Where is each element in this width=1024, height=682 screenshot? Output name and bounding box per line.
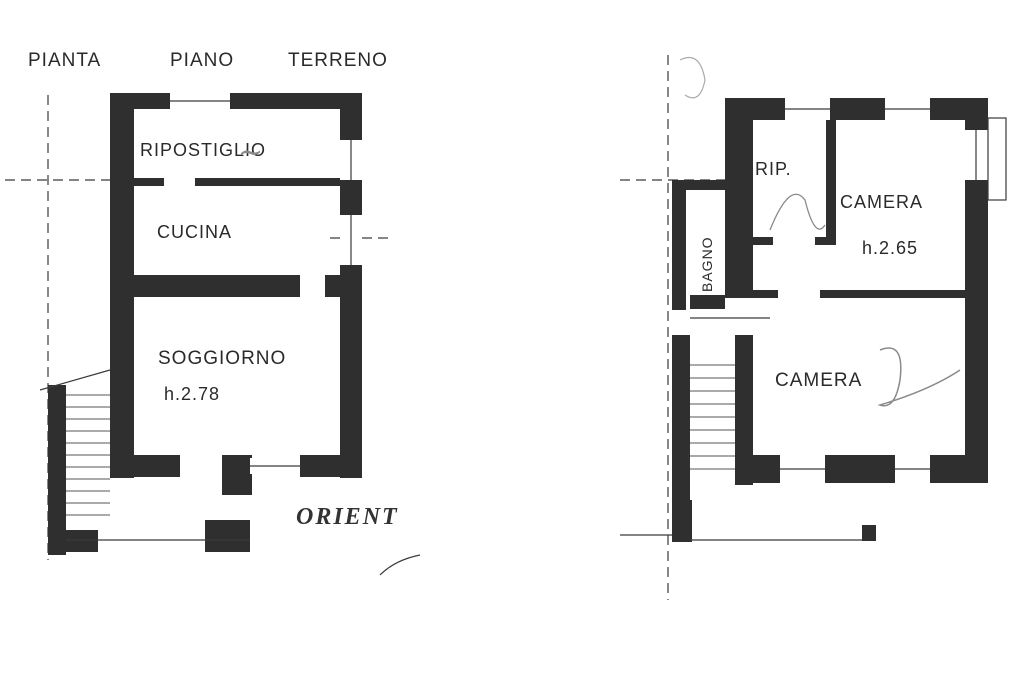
- stairs-treads: [66, 394, 110, 516]
- room-label-living-height: h.2.78: [164, 384, 220, 404]
- upper-stairs-base: [672, 500, 692, 542]
- upper-wall-bottom-right: [930, 455, 988, 483]
- wall-bottom-right: [300, 455, 362, 477]
- upper-terrace-post: [862, 525, 876, 541]
- pencil-mark-upper-rip: [769, 193, 826, 231]
- upper-wall-left-top: [725, 98, 753, 298]
- title-word-piano: PIANO: [170, 50, 234, 71]
- wall-bottom-pillar: [222, 455, 252, 495]
- pencil-mark-upper-bedroom: [877, 347, 961, 407]
- wall-right: [340, 93, 362, 478]
- title-word-pianta: PIANTA: [28, 50, 101, 71]
- upper-room-label-bedroom2: CAMERA: [775, 370, 862, 391]
- upper-wall-bottom-mid: [825, 455, 895, 483]
- upper-wall-right: [965, 98, 988, 483]
- plan-title: PIANTA PIANO TERRENO: [28, 50, 388, 71]
- upper-wall-camera-divider: [820, 290, 965, 298]
- upper-stairs-wall: [672, 335, 690, 535]
- pencil-mark-ground: ~: [238, 135, 263, 170]
- room-label-living: SOGGIORNO: [158, 348, 286, 369]
- upper-wall-rip-bottom-right: [815, 237, 836, 245]
- upper-stairs-treads: [690, 364, 735, 470]
- upper-room-label-storage: RIP.: [755, 159, 792, 179]
- porch-wall-left: [48, 530, 98, 552]
- orientation-label: ORIENT: [296, 504, 399, 530]
- room-label-kitchen: CUCINA: [157, 222, 232, 242]
- upper-wall-rip-camera: [826, 120, 836, 245]
- upper-wall-left-bottom: [735, 335, 753, 485]
- title-word-terreno: TERRENO: [288, 50, 388, 71]
- upper-wall-corridor: [753, 290, 778, 298]
- upper-wall-bottom-left: [735, 455, 780, 483]
- wall-kitchen-living-end: [325, 275, 340, 297]
- bathroom-wall-left: [672, 180, 686, 310]
- porch-wall-right: [205, 520, 250, 552]
- wall-kitchen-living: [134, 275, 300, 297]
- wall-storage-left: [134, 178, 164, 186]
- bathroom-wall-top: [672, 180, 725, 190]
- upper-wall-rip-bottom: [753, 237, 773, 245]
- wall-left: [110, 93, 134, 478]
- porch-roof-line: [39, 369, 111, 391]
- upper-room-label-bedroom1: CAMERA: [840, 192, 923, 212]
- upper-floor-plan: RIP. CAMERA h.2.65 BAGNO CAMERA: [620, 55, 1007, 600]
- orientation-stroke: [379, 554, 421, 576]
- ground-floor-plan: RIPOSTIGLIO CUCINA SOGGIORNO h.2.78 ~ OR…: [5, 93, 421, 576]
- pencil-mark-upper-corner: [679, 56, 706, 99]
- wall-bottom-left: [110, 455, 180, 477]
- upper-wall-top: [725, 98, 988, 120]
- upper-balcony: [987, 117, 1007, 201]
- wall-top: [110, 93, 360, 109]
- upper-room-label-bathroom: BAGNO: [699, 236, 715, 292]
- wall-storage-right: [195, 178, 340, 186]
- upper-room-label-bedroom1-height: h.2.65: [862, 238, 918, 258]
- bathroom-wall-bottom: [690, 295, 725, 309]
- stairs-wall: [48, 385, 66, 555]
- room-label-storage: RIPOSTIGLIO: [140, 140, 266, 160]
